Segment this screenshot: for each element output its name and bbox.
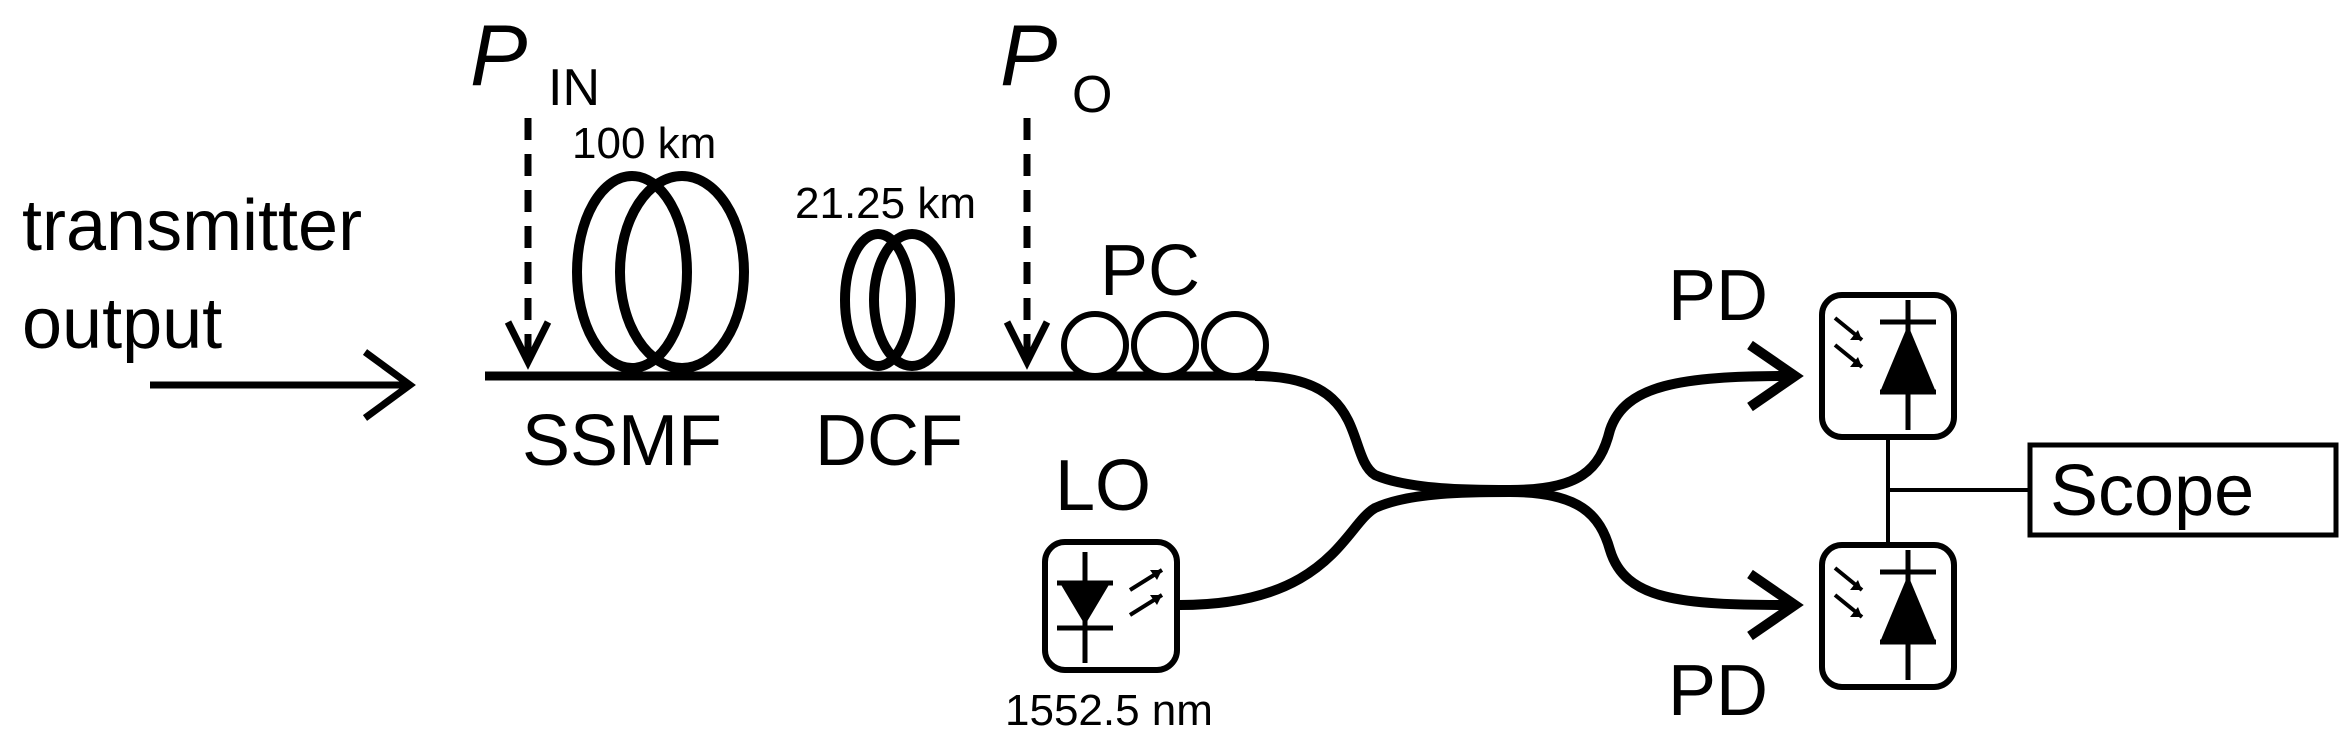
lo-label: LO [1055, 446, 1151, 526]
polarization-controller-icon [1061, 311, 1269, 379]
output-arrowheads [1747, 340, 1804, 641]
pc-label: PC [1100, 231, 1200, 311]
input-arrow [150, 349, 416, 421]
photodiode-bottom-icon [1819, 542, 1957, 690]
p-in-subscript: IN [548, 59, 600, 117]
dcf-label: DCF [815, 401, 963, 481]
input-label-line1: transmitter [22, 186, 362, 266]
lo-wavelength-label: 1552.5 nm [1005, 686, 1213, 735]
dcf-length-label: 21.25 km [795, 179, 976, 228]
ssmf-fiber-coil-icon [572, 171, 749, 373]
pd-bottom-label: PD [1668, 651, 1768, 731]
pd-top-label: PD [1668, 256, 1768, 336]
fiber-coupler-icon [1179, 371, 1791, 610]
dcf-fiber-coil-icon [840, 229, 955, 371]
scope-box [2027, 442, 2339, 538]
p-o-subscript: O [1072, 66, 1112, 124]
photodiode-top-icon [1819, 292, 1957, 440]
scope-label: Scope [2050, 451, 2254, 531]
p-in-symbol: P [470, 8, 527, 104]
ssmf-length-label: 100 km [572, 119, 716, 168]
scope-connection [1886, 437, 2030, 545]
p-in-dashed-arrow [504, 118, 552, 370]
input-label-line2: output [22, 284, 222, 364]
laser-diode-icon [1042, 539, 1180, 673]
p-o-symbol: P [1000, 8, 1057, 104]
ssmf-label: SSMF [522, 401, 722, 481]
p-o-dashed-arrow [1003, 118, 1051, 370]
